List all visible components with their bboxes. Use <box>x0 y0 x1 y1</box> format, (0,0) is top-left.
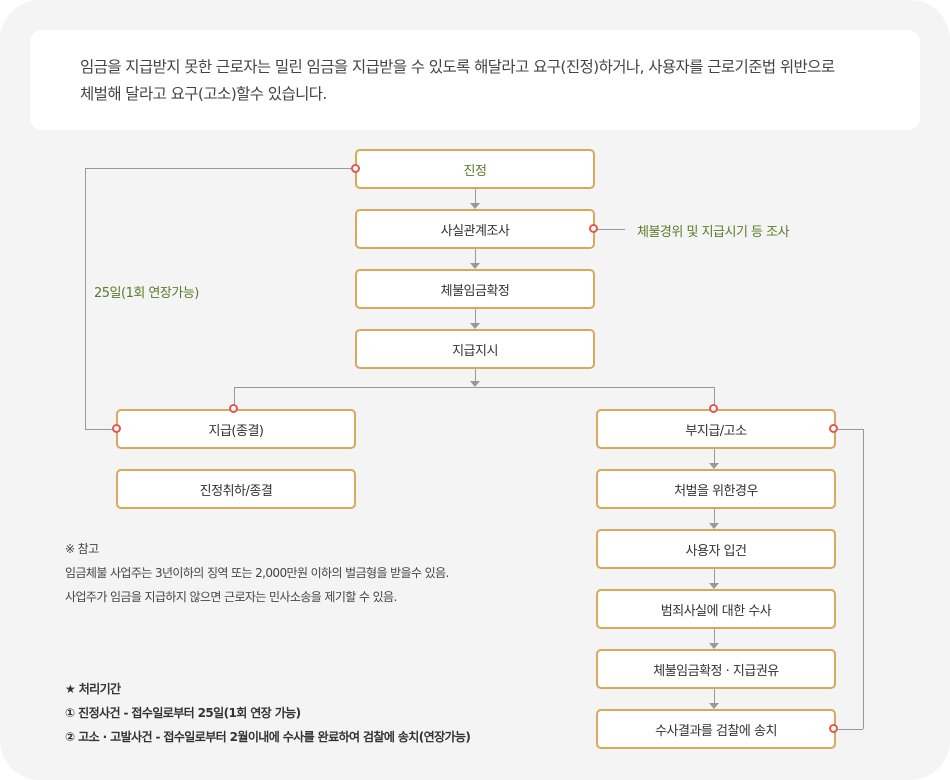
arrow-down-icon <box>470 381 480 387</box>
reference-note: ※ 참고 임금체불 사업주는 3년이하의 징역 또는 2,000만원 이하의 벌… <box>65 537 449 609</box>
connector-line <box>475 189 476 203</box>
note-line-2: 사업주가 임금을 지급하지 않으면 근로자는 민사소송을 제기할 수 있음. <box>65 590 397 604</box>
step-label: 체불임금확정 <box>440 283 510 299</box>
step-label: 수사결과를 검찰에 송치 <box>655 723 777 739</box>
step-payment-order: 지급지시 <box>355 329 595 369</box>
right-loop-top <box>838 429 863 430</box>
arrow-down-icon <box>709 463 719 469</box>
side-note-label: 체불경위 및 지급시기 등 조사 <box>637 225 790 240</box>
arrow-down-icon <box>470 323 480 329</box>
note-line-1: 임금체불 사업주는 3년이하의 징역 또는 2,000만원 이하의 벌금형을 받… <box>65 566 449 580</box>
step-employer-booked: 사용자 입건 <box>596 529 836 569</box>
connector-line <box>714 509 715 523</box>
arrow-down-icon <box>709 703 719 709</box>
arrow-down-icon <box>470 263 480 269</box>
step-label: 체불임금확정 · 지급권유 <box>653 663 779 679</box>
right-loop-bottom <box>838 729 863 730</box>
step-complaint: 진정 <box>355 149 595 189</box>
step-complaint-withdrawn: 진정취하/종결 <box>116 469 356 509</box>
period-item-2: ② 고소 · 고발사건 - 접수일로부터 2월이내에 수사를 완료하여 검찰에 … <box>65 730 471 744</box>
loop-line-top <box>85 168 355 169</box>
connector-dot <box>351 164 360 173</box>
connector-line <box>475 369 476 381</box>
step-wage-confirm-payment-advice: 체불임금확정 · 지급권유 <box>596 649 836 689</box>
right-loop-vertical <box>863 429 864 729</box>
connector-line <box>714 629 715 643</box>
side-note-line <box>597 229 625 230</box>
connector-dot <box>709 404 718 413</box>
step-unpaid-wage-confirmation: 체불임금확정 <box>355 269 595 309</box>
step-label: 범죄사실에 대한 수사 <box>660 603 772 619</box>
connector-line <box>714 449 715 463</box>
branch-line-right <box>714 387 715 407</box>
connector-dot <box>829 724 838 733</box>
loop-line-bottom <box>85 429 116 430</box>
note-title: ※ 참고 <box>65 542 99 556</box>
connector-line <box>714 689 715 703</box>
step-send-to-prosecution: 수사결과를 검찰에 송치 <box>596 709 836 749</box>
arrow-down-icon <box>470 203 480 209</box>
step-crime-investigation: 범죄사실에 대한 수사 <box>596 589 836 629</box>
step-payment-closed: 지급(종결) <box>116 409 356 449</box>
step-label: 처벌을 위한경우 <box>674 483 758 499</box>
arrow-down-icon <box>709 523 719 529</box>
period-title: ★ 처리기간 <box>65 682 121 696</box>
processing-period: ★ 처리기간 ① 진정사건 - 접수일로부터 25일(1회 연장 가능) ② 고… <box>65 677 471 749</box>
step-label: 지급(종결) <box>208 423 264 439</box>
step-label: 사실관계조사 <box>440 223 510 239</box>
arrow-down-icon <box>709 643 719 649</box>
step-nonpayment-lawsuit: 부지급/고소 <box>596 409 836 449</box>
connector-dot <box>229 404 238 413</box>
step-label: 진정취하/종결 <box>199 483 273 499</box>
intro-line-1: 임금을 지급받지 못한 근로자는 밀린 임금을 지급받을 수 있도록 해달라고 … <box>80 58 835 76</box>
connector-line <box>475 249 476 263</box>
branch-line-left <box>234 387 235 407</box>
step-label: 사용자 입건 <box>685 543 747 559</box>
period-item-1: ① 진정사건 - 접수일로부터 25일(1회 연장 가능) <box>65 706 301 720</box>
intro-box: 임금을 지급받지 못한 근로자는 밀린 임금을 지급받을 수 있도록 해달라고 … <box>30 30 920 130</box>
step-fact-investigation: 사실관계조사 <box>355 209 595 249</box>
connector-line <box>475 309 476 323</box>
connector-dot <box>829 424 838 433</box>
step-label: 지급지시 <box>452 343 498 359</box>
loop-label: 25일(1회 연장가능) <box>94 286 199 301</box>
intro-line-2: 체벌해 달라고 요구(고소)할수 있습니다. <box>80 85 327 103</box>
step-for-punishment: 처벌을 위한경우 <box>596 469 836 509</box>
connector-line <box>714 569 715 583</box>
step-label: 진정 <box>463 163 487 179</box>
step-label: 부지급/고소 <box>685 423 747 439</box>
connector-dot <box>589 224 598 233</box>
arrow-down-icon <box>709 583 719 589</box>
connector-dot <box>112 424 121 433</box>
branch-line <box>234 387 715 388</box>
loop-line-vertical <box>85 168 86 429</box>
